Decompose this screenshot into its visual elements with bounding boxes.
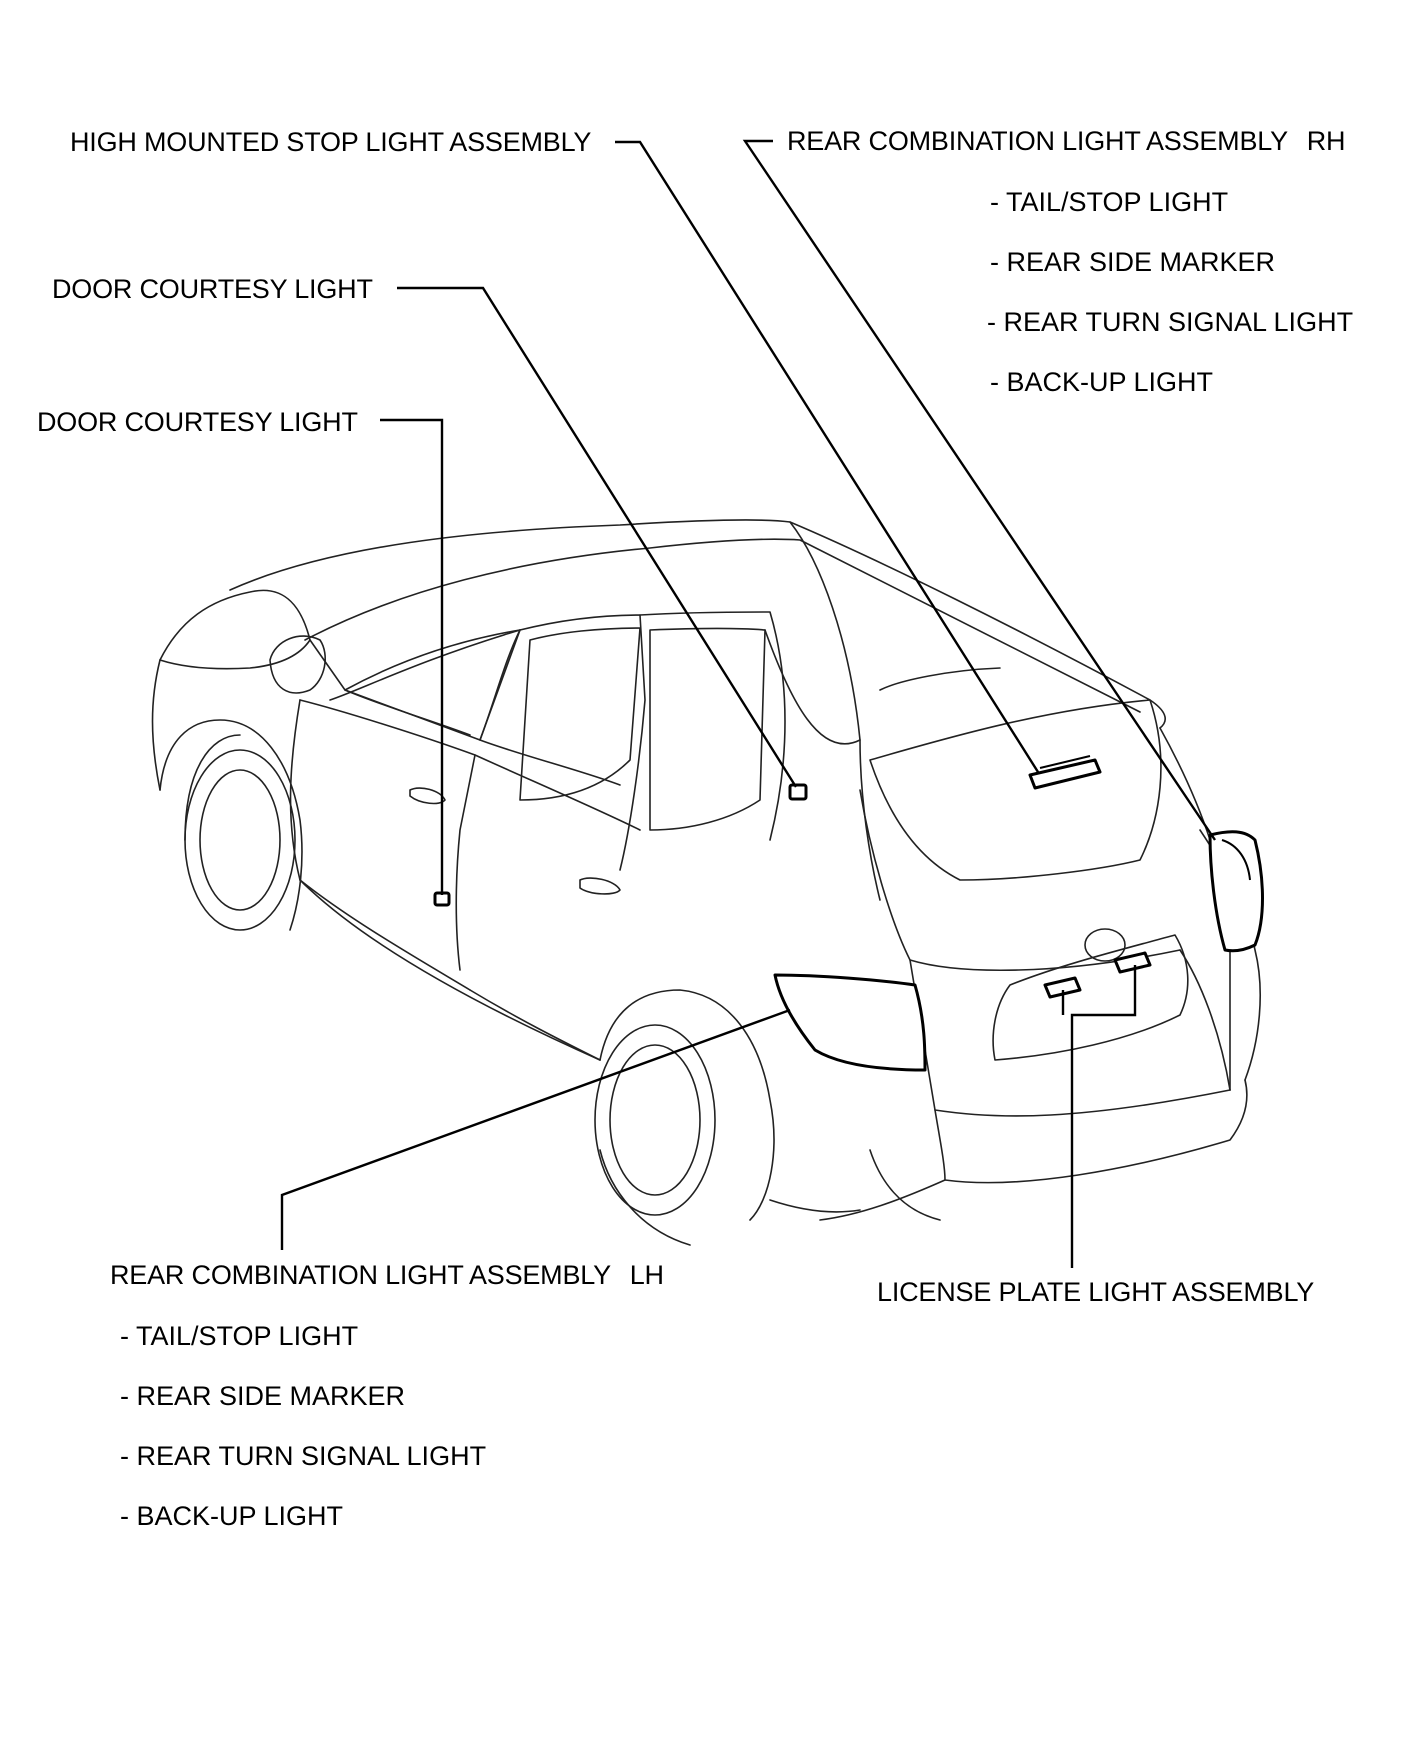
- leader-license-plate: [1070, 965, 1137, 1268]
- leader-lines: [280, 139, 1216, 1268]
- leader-door-courtesy-lower: [380, 418, 444, 895]
- rear-combination-light-lh-part: [773, 973, 927, 1072]
- rh-item-rear-side-marker: - REAR SIDE MARKER: [990, 247, 1276, 277]
- rear-combo-lh-side: LH: [629, 1260, 664, 1290]
- lh-item-rear-turn-signal: - REAR TURN SIGNAL LIGHT: [120, 1441, 487, 1471]
- label-high-mounted-stop-light: HIGH MOUNTED STOP LIGHT ASSEMBLY: [70, 127, 592, 157]
- label-rear-combination-light-lh: REAR COMBINATION LIGHT ASSEMBLY LH: [110, 1260, 664, 1290]
- label-door-courtesy-light-lower: DOOR COURTESY LIGHT: [37, 407, 358, 437]
- license-plate-light-parts: [1043, 951, 1152, 999]
- label-door-courtesy-light-upper: DOOR COURTESY LIGHT: [52, 274, 373, 304]
- rh-item-tail-stop: - TAIL/STOP LIGHT: [990, 187, 1229, 217]
- rear-combination-light-rh-part: [1208, 830, 1264, 953]
- lh-item-rear-side-marker: - REAR SIDE MARKER: [120, 1381, 406, 1411]
- label-license-plate-light: LICENSE PLATE LIGHT ASSEMBLY: [877, 1277, 1315, 1307]
- lh-item-back-up: - BACK-UP LIGHT: [120, 1501, 344, 1531]
- leader-rear-combo-rh: [742, 139, 1216, 841]
- vehicle-outline: [151, 519, 1261, 1246]
- leader-rear-combo-lh: [280, 1008, 791, 1250]
- leader-door-courtesy-upper: [397, 286, 798, 788]
- lh-item-tail-stop: - TAIL/STOP LIGHT: [120, 1321, 359, 1351]
- high-mounted-stop-light-part: [1028, 755, 1102, 790]
- door-courtesy-light-upper-part: [788, 783, 808, 801]
- leader-high-mounted-stop: [615, 140, 1040, 773]
- rear-combo-rh-side: RH: [1306, 126, 1346, 156]
- rear-combo-lh-title: REAR COMBINATION LIGHT ASSEMBLY: [110, 1260, 611, 1290]
- label-rear-combination-light-rh: REAR COMBINATION LIGHT ASSEMBLY RH: [787, 126, 1346, 156]
- rh-item-rear-turn-signal: - REAR TURN SIGNAL LIGHT: [987, 307, 1354, 337]
- rh-item-back-up: - BACK-UP LIGHT: [990, 367, 1214, 397]
- rear-combo-rh-title: REAR COMBINATION LIGHT ASSEMBLY: [787, 126, 1288, 156]
